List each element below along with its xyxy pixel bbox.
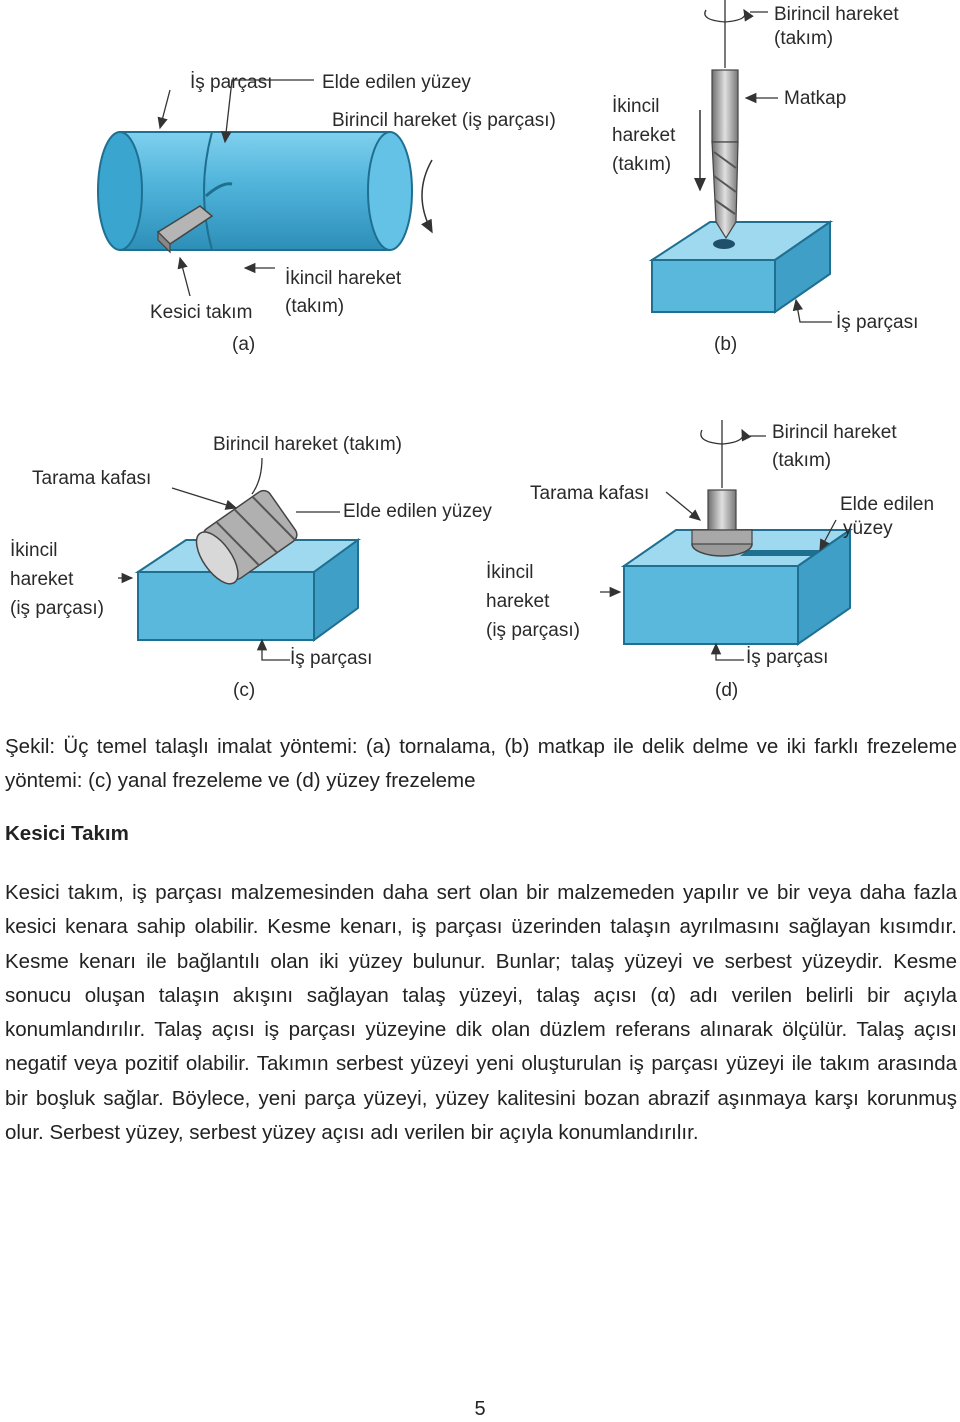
label-c-secondary-motion-2: hareket [10,569,74,590]
label-b-workpiece: İş parçası [836,312,919,333]
label-a-secondary-motion-2: (takım) [285,296,345,317]
label-a-workpiece: İş parçası [190,72,273,93]
face-milling-illustration [600,420,854,661]
label-b-drill: Matkap [784,88,847,109]
sub-label-a: (a) [232,334,256,355]
label-c-secondary-motion-3: (iş parçası) [10,598,104,619]
label-d-secondary-motion-1: İkincil [486,562,534,583]
label-c-primary-motion: Birincil hareket (takım) [213,434,402,455]
label-b-secondary-motion-1: İkincil [612,96,660,117]
label-a-secondary-motion-1: İkincil hareket [285,268,402,289]
drilling-illustration [648,0,834,323]
label-d-surface-1: Elde edilen [840,494,935,515]
label-c-surface: Elde edilen yüzey [343,501,492,522]
sub-label-d: (d) [715,680,739,701]
peripheral-milling-illustration [118,457,362,661]
label-d-milling-head: Tarama kafası [530,483,650,504]
label-a-primary-motion: Birincil hareket (iş parçası) [332,110,556,131]
label-b-primary-motion-2: (takım) [774,28,834,49]
label-d-surface-2: yüzey [843,518,893,539]
label-c-milling-head: Tarama kafası [32,468,152,489]
machining-figure: İş parçası Elde edilen yüzey Birincil ha… [0,0,960,710]
label-b-secondary-motion-2: hareket [612,125,676,146]
label-a-cutting-tool: Kesici takım [150,302,253,323]
figure-caption: Şekil: Üç temel talaşlı imalat yöntemi: … [5,735,957,792]
label-b-primary-motion-1: Birincil hareket [774,4,899,25]
page-number: 5 [474,1398,486,1420]
label-d-secondary-motion-3: (iş parçası) [486,620,580,641]
label-d-primary-motion-2: (takım) [772,450,832,471]
label-d-workpiece: İş parçası [746,647,829,668]
label-c-secondary-motion-1: İkincil [10,540,58,561]
label-a-surface: Elde edilen yüzey [322,72,471,93]
body-paragraph: Kesici takım, iş parçası malzemesinden d… [5,881,957,1145]
figure-illustration [97,0,854,661]
sub-label-c: (c) [233,680,256,701]
turning-illustration [97,79,433,297]
label-b-secondary-motion-3: (takım) [612,154,672,175]
label-d-primary-motion-1: Birincil hareket [772,422,897,443]
section-heading: Kesici Takım [5,822,129,845]
label-d-secondary-motion-2: hareket [486,591,550,612]
label-c-workpiece: İş parçası [290,648,373,669]
sub-label-b: (b) [714,334,738,355]
